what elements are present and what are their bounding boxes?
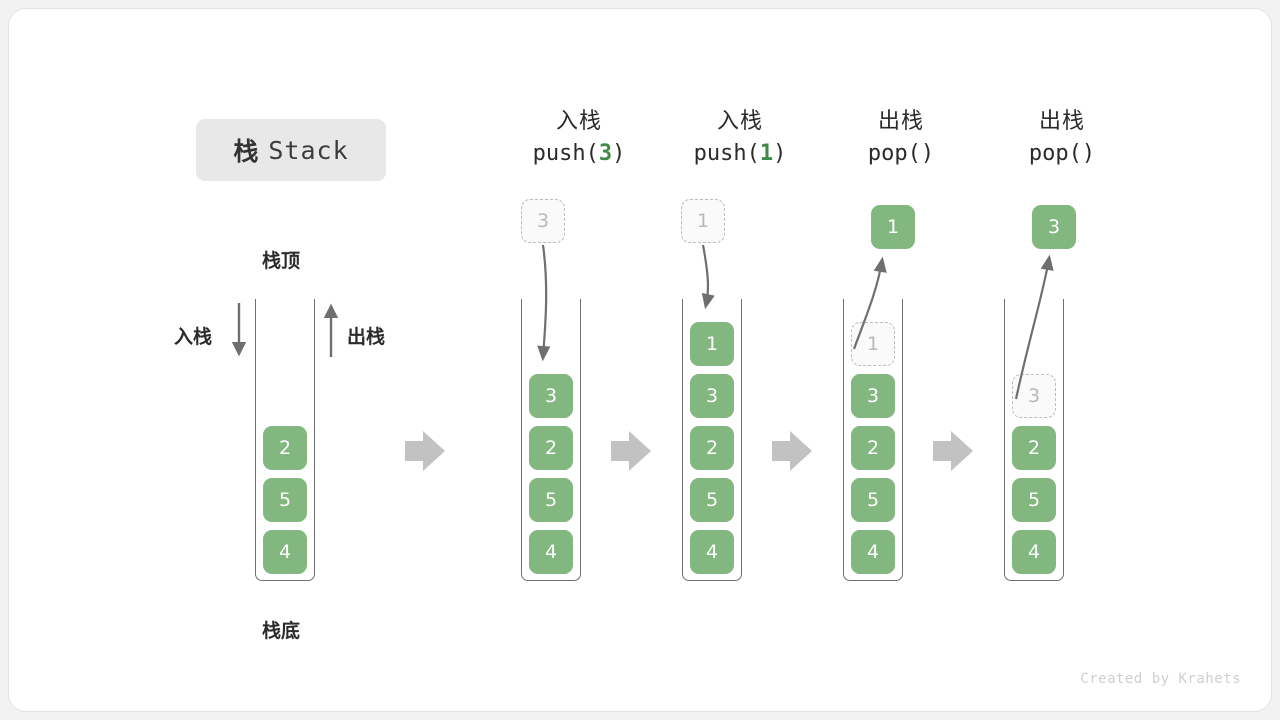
stack-cell: 4 [851, 530, 895, 574]
step-op-cn: 入栈 [555, 109, 602, 134]
step-op-code: pop() [867, 141, 935, 166]
stack-container [1004, 299, 1064, 581]
step-op-arg: 1 [759, 141, 774, 166]
stack-cell: 5 [263, 478, 307, 522]
step-op-code: pop() [1028, 141, 1096, 166]
page-title-cn: 栈 [233, 137, 260, 166]
stack-cell: 2 [529, 426, 573, 470]
stack-cell: 1 [690, 322, 734, 366]
floating-ghost-cell: 1 [681, 199, 725, 243]
stack-cell: 3 [690, 374, 734, 418]
stack-ghost-cell: 3 [1012, 374, 1056, 418]
popped-value-cell: 1 [871, 205, 915, 249]
step-op-code: push(1) [693, 141, 787, 166]
stack-cell: 4 [529, 530, 573, 574]
stack-cell: 5 [1012, 478, 1056, 522]
separator-arrow-icon [405, 431, 445, 471]
stack-cell: 3 [529, 374, 573, 418]
stack-cell: 2 [263, 426, 307, 470]
stack-bottom-label: 栈底 [262, 620, 301, 642]
stack-cell: 2 [851, 426, 895, 470]
pop-direction-label: 出栈 [347, 326, 386, 348]
stack-cell: 4 [263, 530, 307, 574]
stack-cell: 4 [690, 530, 734, 574]
footer-credit: Created by Krahets [1080, 671, 1241, 687]
stack-container [255, 299, 315, 581]
stack-cell: 5 [851, 478, 895, 522]
separator-arrow-icon [933, 431, 973, 471]
step-op-code: push(3) [532, 141, 626, 166]
stack-top-label: 栈顶 [262, 250, 301, 272]
step-caption-push-3: 入栈 push(3) [499, 107, 659, 171]
separator-arrow-icon [772, 431, 812, 471]
floating-ghost-cell: 3 [521, 199, 565, 243]
stack-container [521, 299, 581, 581]
page-title-en: Stack [268, 135, 349, 165]
stack-cell: 2 [1012, 426, 1056, 470]
stack-ghost-cell: 1 [851, 322, 895, 366]
step-op-arg: 3 [598, 141, 613, 166]
step-op-cn: 入栈 [716, 109, 763, 134]
popped-value-cell: 3 [1032, 205, 1076, 249]
separator-arrow-icon [611, 431, 651, 471]
push-1-arrow [701, 244, 715, 310]
stack-cell: 2 [690, 426, 734, 470]
page-title: 栈 Stack [196, 119, 386, 181]
diagram-card: 栈 Stack 栈顶 栈底 入栈 出栈 入栈 push(3) 入栈 push(1… [8, 8, 1272, 712]
step-op-cn: 出栈 [1038, 109, 1085, 134]
stack-cell: 5 [690, 478, 734, 522]
step-caption-push-1: 入栈 push(1) [660, 107, 820, 171]
stack-cell: 4 [1012, 530, 1056, 574]
step-op-cn: 出栈 [877, 109, 924, 134]
stack-container [843, 299, 903, 581]
step-caption-pop-1: 出栈 pop() [821, 107, 981, 171]
stack-cell: 3 [851, 374, 895, 418]
stack-cell: 5 [529, 478, 573, 522]
step-caption-pop-3: 出栈 pop() [982, 107, 1142, 171]
stack-container [682, 299, 742, 581]
push-direction-label: 入栈 [174, 326, 213, 348]
